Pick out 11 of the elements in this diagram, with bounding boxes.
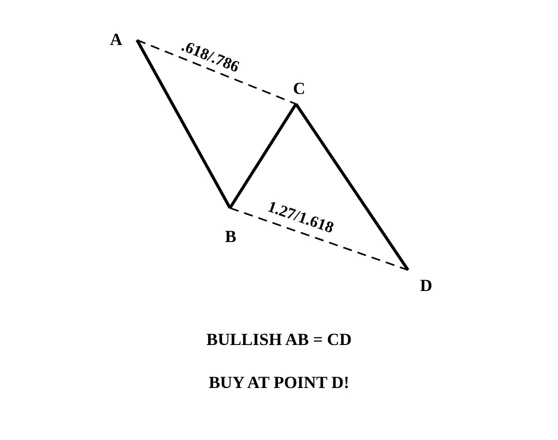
point-label: D <box>420 277 432 294</box>
dashed-line <box>136 39 296 105</box>
caption-text: BULLISH AB = CD <box>206 330 352 349</box>
point-label: B <box>225 228 236 245</box>
dashed-line <box>230 207 408 271</box>
price-leg-line <box>136 39 232 209</box>
price-leg-line <box>294 103 410 271</box>
caption-text: BUY AT POINT D! <box>208 373 350 392</box>
point-label: C <box>293 80 306 97</box>
price-leg-line <box>228 103 298 209</box>
point-label: A <box>110 31 122 48</box>
